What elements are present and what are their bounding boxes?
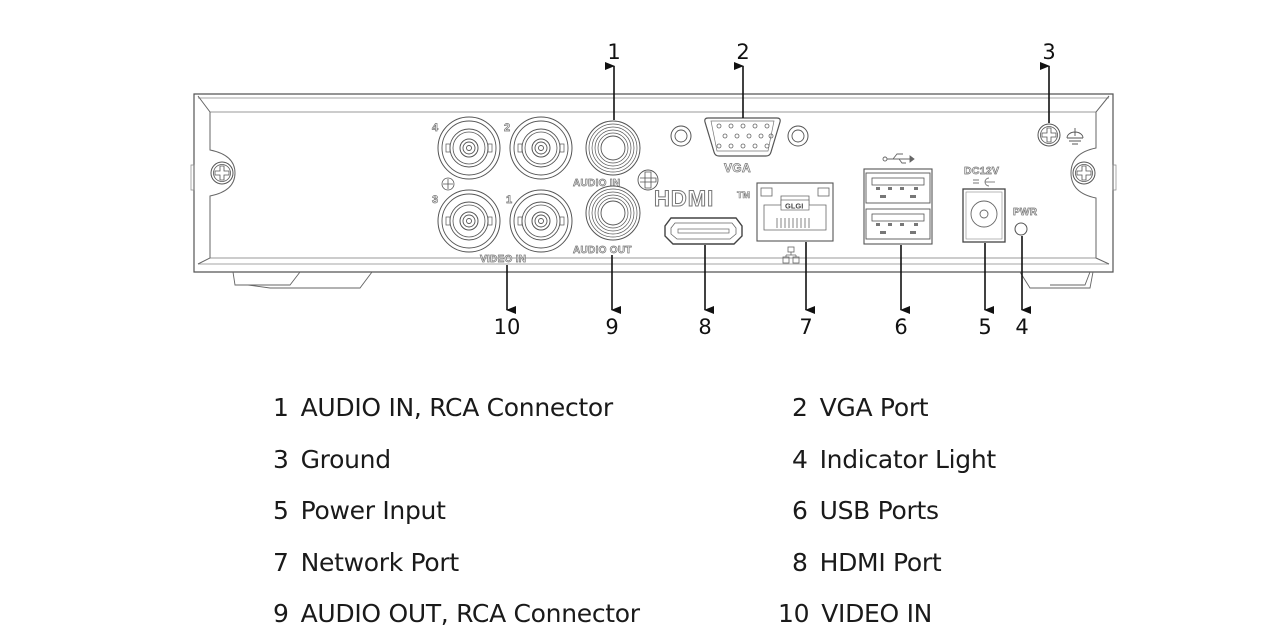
legend-number: 1	[273, 393, 289, 422]
ground-screw	[1037, 123, 1061, 147]
audio-out-rca	[585, 185, 641, 241]
legend-label: HDMI Port	[819, 548, 942, 577]
legend-number: 2	[792, 393, 808, 422]
callout-number-2: 2	[736, 40, 749, 64]
legend-item: 9 AUDIO OUT, RCA Connector	[273, 599, 640, 628]
network-icon	[782, 246, 800, 264]
callout-arrows-top	[605, 62, 1050, 123]
legend-label: Indicator Light	[819, 445, 997, 474]
legend-number: 7	[273, 548, 289, 577]
legend-item: 8 HDMI Port	[792, 548, 942, 577]
mount-screw-right	[1072, 161, 1096, 185]
hdmi-port: HDMI TM	[654, 186, 750, 245]
legend-item: 10 VIDEO IN	[778, 599, 932, 628]
bnc-number-2: 2	[504, 122, 510, 134]
legend-item: 3 Ground	[273, 445, 391, 474]
legend-item: 2 VGA Port	[792, 393, 929, 422]
audio-out-label: AUDIO OUT	[573, 245, 632, 256]
vga-label: VGA	[724, 161, 751, 175]
hdmi-logo: HDMI	[654, 186, 714, 211]
bnc-connector-4	[437, 116, 501, 180]
legend-label: AUDIO IN, RCA Connector	[300, 393, 614, 422]
legend-number: 6	[792, 496, 808, 525]
callout-number-3: 3	[1042, 40, 1055, 64]
legend-item: 1 AUDIO IN, RCA Connector	[273, 393, 613, 422]
bnc-number-4: 4	[432, 122, 439, 134]
callout-number-4: 4	[1015, 315, 1028, 339]
vga-port: VGA	[670, 117, 809, 175]
small-screw-icon	[441, 177, 455, 191]
bnc-number-3: 3	[432, 194, 438, 206]
video-in-label: VIDEO IN	[480, 254, 526, 265]
audio-in-label: AUDIO IN	[573, 178, 620, 189]
legend-item: 4 Indicator Light	[792, 445, 996, 474]
mount-screw-left	[210, 161, 234, 185]
bnc-number-1: 1	[506, 194, 512, 206]
callout-number-8: 8	[698, 315, 711, 339]
dc-voltage-label: DC12V	[964, 165, 999, 177]
small-screw-icon	[637, 169, 659, 191]
bnc-connector-1	[509, 189, 573, 253]
rear-panel-diagram: 4 2 3 1 VIDEO IN AUDIO IN AUDIO OUT VGA …	[190, 40, 1117, 339]
legend-number: 8	[792, 548, 808, 577]
dc-polarity-icon	[973, 177, 995, 187]
usb-icon	[882, 153, 915, 164]
power-indicator-light	[1014, 222, 1028, 236]
callout-number-9: 9	[605, 315, 618, 339]
bnc-connector-3	[437, 189, 501, 253]
callout-number-5: 5	[978, 315, 991, 339]
lan-speed-label: GLGI	[785, 202, 803, 211]
callout-arrows-bottom	[506, 236, 1031, 314]
legend-item: 6 USB Ports	[792, 496, 939, 525]
callout-number-6: 6	[894, 315, 907, 339]
legend-item: 7 Network Port	[273, 548, 459, 577]
legend-number: 9	[273, 599, 289, 628]
callout-number-7: 7	[799, 315, 812, 339]
legend-item: 5 Power Input	[273, 496, 446, 525]
ground-icon	[1066, 128, 1084, 145]
legend-label: Ground	[300, 445, 391, 474]
legend-number: 5	[273, 496, 289, 525]
hdmi-trademark: TM	[737, 190, 750, 200]
legend-label: AUDIO OUT, RCA Connector	[300, 599, 640, 628]
usb-ports	[863, 168, 933, 245]
audio-in-rca	[585, 120, 641, 176]
legend-label: VIDEO IN	[821, 599, 933, 628]
pwr-label: PWR	[1013, 207, 1038, 218]
legend-number: 3	[273, 445, 289, 474]
legend-label: Network Port	[300, 548, 460, 577]
legend-label: USB Ports	[819, 496, 939, 525]
callout-number-10: 10	[494, 315, 521, 339]
network-port: GLGI	[756, 182, 834, 242]
legend-label: VGA Port	[819, 393, 929, 422]
bnc-connector-2	[509, 116, 573, 180]
legend-number: 4	[792, 445, 808, 474]
callout-number-1: 1	[607, 40, 620, 64]
video-in-bnc-group: 4 2 3 1 VIDEO IN	[432, 116, 573, 265]
legend-label: Power Input	[300, 496, 446, 525]
legend-number: 10	[778, 599, 810, 628]
power-input-jack	[962, 188, 1006, 243]
